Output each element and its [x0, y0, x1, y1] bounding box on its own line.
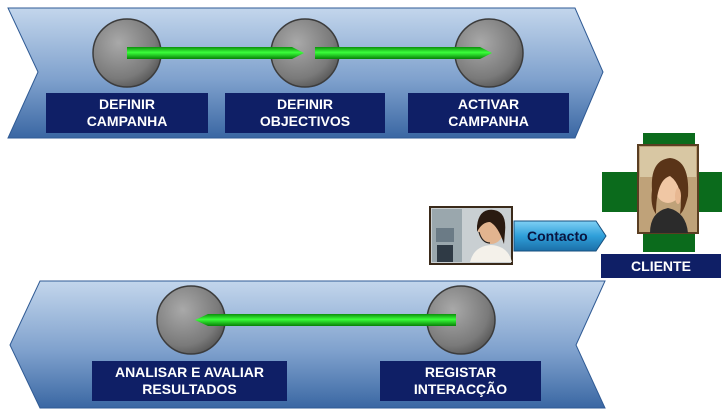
- arrow-objectives-to-activate: [315, 47, 492, 59]
- arrow-define-to-objectives: [127, 47, 304, 59]
- step-label-line2: INTERACÇÃO: [413, 381, 508, 397]
- step-label-line1: ANALISAR E AVALIAR: [114, 364, 265, 380]
- step-label-line2: CAMPANHA: [448, 113, 529, 129]
- step-label-line1: DEFINIR: [99, 96, 155, 112]
- step-label-line1: DEFINIR: [277, 96, 333, 112]
- step-label-line1: REGISTAR: [424, 364, 497, 380]
- contact-arrow: [513, 220, 607, 252]
- step-label-line2: RESULTADOS: [142, 381, 237, 397]
- contact-label: Contacto: [527, 228, 588, 244]
- arrow-register-to-analyze: [195, 314, 456, 326]
- step-label-line1: ACTIVAR: [457, 96, 520, 112]
- step-label-line2: CAMPANHA: [86, 113, 168, 129]
- step-label-line2: OBJECTIVOS: [259, 113, 351, 129]
- agent-photo: [429, 206, 513, 265]
- client-photo: [637, 144, 699, 234]
- client-label: CLIENTE: [601, 254, 721, 278]
